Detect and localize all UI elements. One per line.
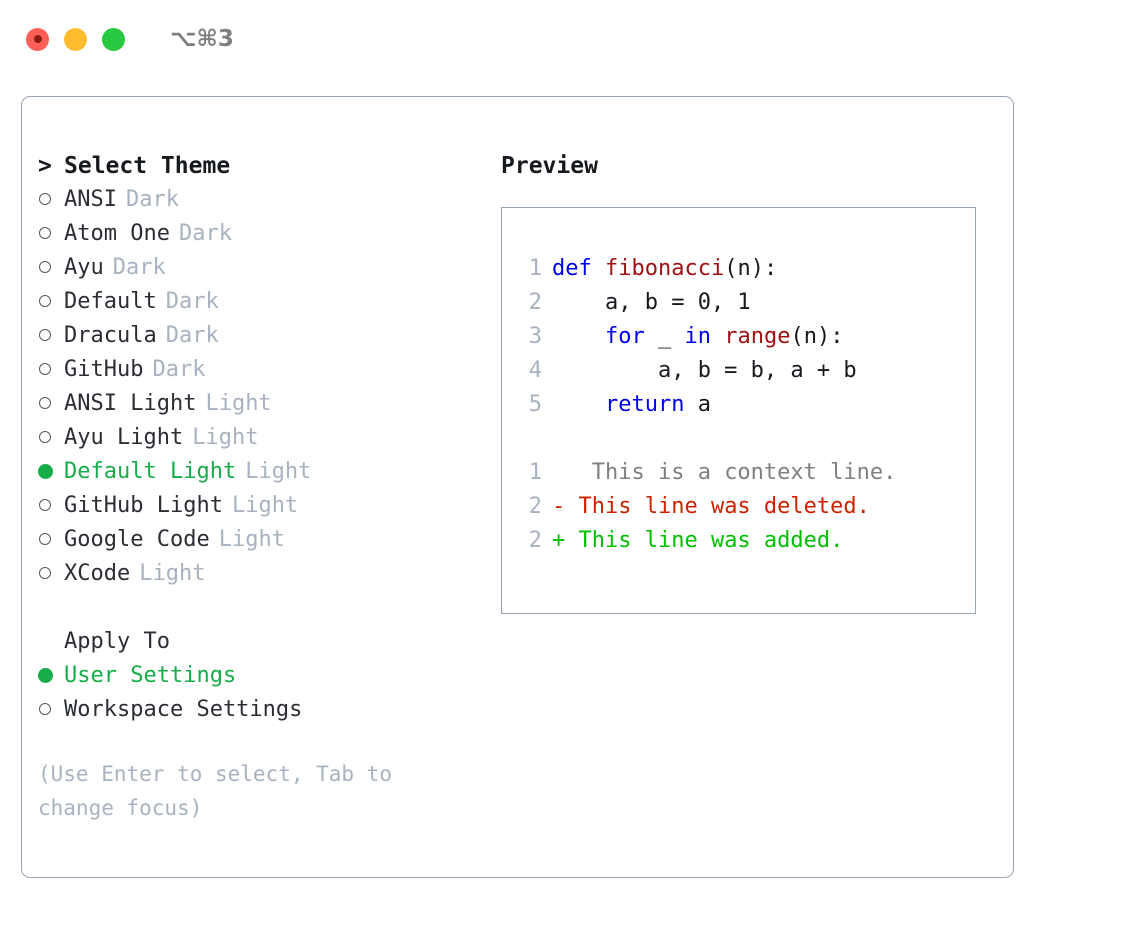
diff-marker	[552, 456, 565, 490]
code-diff-spacer	[514, 422, 975, 456]
theme-option-label: ANSI Light	[64, 391, 197, 416]
code-token-pln: a	[684, 392, 711, 417]
theme-option-label: XCode	[64, 561, 131, 586]
code-token-kw: for	[604, 324, 645, 349]
code-token-pln: a, b = 0, 1	[552, 290, 751, 315]
select-theme-header: > Select Theme	[38, 149, 488, 183]
theme-option-label: Ayu Light	[64, 425, 184, 450]
traffic-lights	[26, 27, 125, 51]
theme-option-ansi-light[interactable]: ANSI Light Light	[38, 387, 488, 421]
apply-to-option-workspace-settings[interactable]: Workspace Settings	[38, 693, 488, 727]
code-line-number: 5	[528, 392, 542, 417]
theme-option-google-code[interactable]: Google Code Light	[38, 523, 488, 557]
theme-option-ansi[interactable]: ANSI Dark	[38, 183, 488, 217]
diff-line-del: 2- This line was deleted.	[514, 490, 975, 524]
diff-line-ctx: 1 This is a context line.	[514, 456, 975, 490]
code-line: 1 def fibonacci(n):	[514, 252, 975, 286]
code-line: 3 for _ in range(n):	[514, 320, 975, 354]
theme-option-label: Atom One	[64, 221, 170, 246]
diff-line-number: 2	[528, 528, 542, 553]
code-line-number: 3	[528, 324, 542, 349]
theme-option-xcode[interactable]: XCode Light	[38, 557, 488, 591]
code-line: 2 a, b = 0, 1	[514, 286, 975, 320]
close-window-button[interactable]	[26, 27, 49, 51]
theme-option-github-light[interactable]: GitHub Light Light	[38, 489, 488, 523]
theme-option-label: ANSI	[64, 187, 117, 212]
titlebar: ⌥⌘3	[0, 0, 1140, 78]
code-token-kw: return	[604, 392, 685, 417]
maximize-window-button[interactable]	[102, 27, 125, 51]
theme-option-category: Dark	[165, 323, 219, 348]
preview-title: Preview	[501, 153, 598, 179]
diff-text: This line was deleted.	[565, 494, 870, 519]
code-token-pln: (n):	[724, 256, 778, 281]
apply-to-option-user-settings[interactable]: User Settings	[38, 659, 488, 693]
diff-line-number: 2	[528, 494, 542, 519]
theme-option-label: Ayu	[64, 255, 104, 280]
theme-option-label: Default	[64, 289, 157, 314]
diff-sample: 1 This is a context line.2- This line wa…	[514, 456, 975, 558]
code-token-fn: fibonacci	[604, 256, 725, 281]
code-token-pln: _	[644, 324, 685, 349]
select-theme-header-label: Select Theme	[64, 153, 231, 179]
theme-option-category: Dark	[112, 255, 166, 280]
code-line: 4 a, b = b, a + b	[514, 354, 975, 388]
code-line-number: 4	[528, 358, 542, 383]
theme-option-dracula[interactable]: Dracula Dark	[38, 319, 488, 353]
theme-option-category: Dark	[152, 357, 206, 382]
theme-option-label: Dracula	[64, 323, 157, 348]
theme-option-category: Light	[231, 493, 299, 518]
code-token-pln	[552, 320, 605, 354]
theme-option-atom-one[interactable]: Atom One Dark	[38, 217, 488, 251]
theme-option-default-light[interactable]: Default Light Light	[38, 455, 488, 489]
theme-option-github[interactable]: GitHub Dark	[38, 353, 488, 387]
code-token-pln: (n):	[790, 324, 844, 349]
code-line-number: 2	[528, 290, 542, 315]
theme-option-ayu-light[interactable]: Ayu Light Light	[38, 421, 488, 455]
apply-to-option-label: User Settings	[64, 663, 237, 688]
theme-option-ayu[interactable]: Ayu Dark	[38, 251, 488, 285]
code-token-pln	[552, 388, 605, 422]
theme-option-category: Light	[139, 561, 206, 586]
theme-option-label: GitHub	[64, 357, 144, 382]
code-token-kw: in	[684, 324, 711, 349]
diff-line-add: 2 + This line was added.	[514, 524, 975, 558]
code-token-pln: a, b = b, a + b	[552, 358, 857, 383]
theme-option-label: GitHub Light	[64, 493, 223, 518]
code-token-fn: range	[724, 324, 791, 349]
theme-option-category: Dark	[178, 221, 232, 246]
diff-line-number: 1	[528, 460, 542, 485]
apply-to-option-label: Workspace Settings	[64, 697, 303, 722]
theme-option-category: Light	[245, 459, 312, 484]
minimize-window-button[interactable]	[64, 27, 87, 51]
theme-option-label: Google Code	[64, 527, 210, 552]
theme-option-category: Dark	[125, 187, 179, 212]
keyboard-shortcut-label: ⌥⌘3	[170, 26, 234, 52]
diff-marker: -	[552, 494, 566, 519]
code-line: 5 return a	[514, 388, 975, 422]
code-token-kw: def	[552, 256, 605, 281]
theme-option-category: Light	[192, 425, 259, 450]
theme-option-category: Dark	[165, 289, 219, 314]
focus-caret-icon: >	[38, 153, 52, 179]
diff-text: This line was added.	[565, 528, 844, 553]
theme-option-default[interactable]: Default Dark	[38, 285, 488, 319]
code-line-number: 1	[528, 256, 542, 281]
theme-option-category: Light	[205, 391, 272, 416]
code-token-pln	[711, 320, 724, 354]
diff-marker: +	[552, 528, 566, 553]
theme-option-category: Light	[218, 527, 285, 552]
apply-to-header: Apply To	[64, 629, 170, 654]
section-spacer	[38, 591, 488, 625]
theme-option-label: Default Light	[64, 459, 237, 484]
keyboard-hint-text: (Use Enter to select, Tab to change focu…	[38, 762, 393, 820]
diff-text: This is a context line.	[565, 460, 897, 485]
